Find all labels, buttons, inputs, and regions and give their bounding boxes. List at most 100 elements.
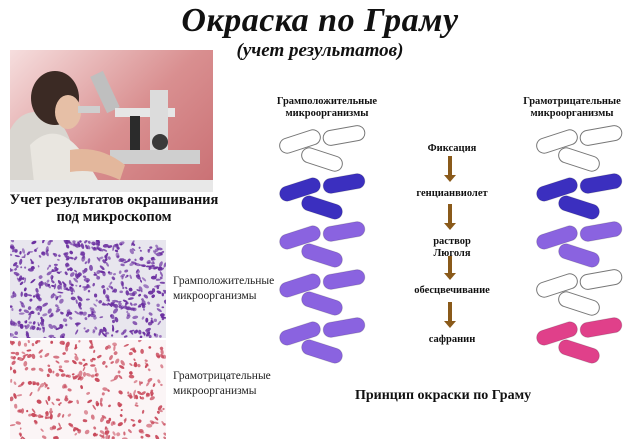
- m2-cell: [112, 421, 116, 425]
- m1-cell: [78, 311, 83, 316]
- m2-cell: [99, 402, 103, 407]
- m1-cell: [129, 274, 132, 279]
- m1-cell: [124, 269, 129, 273]
- m2-cell: [10, 366, 13, 371]
- step-lugol-line-2: Люголя: [433, 248, 471, 259]
- m1-cell: [151, 288, 156, 293]
- m1-cell: [83, 267, 88, 273]
- photo-caption-line-2: под микроскопом: [56, 209, 172, 225]
- m1-cell: [108, 285, 113, 289]
- micrograph-positive-label-line-1: Грамположительные: [173, 275, 275, 287]
- photo-caption-line-1: Учет результатов окрашивания: [9, 192, 219, 208]
- m2-cell: [80, 385, 83, 390]
- m1-cell: [138, 246, 141, 249]
- m1-cell: [50, 293, 55, 299]
- m1-cell: [69, 256, 74, 260]
- m2-cell: [119, 414, 123, 417]
- m2-cell: [122, 437, 128, 439]
- m2-cell: [113, 345, 116, 352]
- m2-cell: [106, 419, 111, 424]
- gram-negative-stage-4-rod-3: [558, 291, 600, 316]
- m2-cell: [51, 401, 55, 406]
- m1-cell: [67, 268, 70, 271]
- m1-cell: [74, 243, 78, 247]
- m1-cell: [150, 256, 155, 260]
- m2-cell: [129, 363, 133, 366]
- m1-cell: [129, 262, 135, 266]
- m2-cell: [85, 372, 92, 377]
- step-arrow-head-3: [444, 273, 456, 280]
- m2-cell: [14, 403, 18, 409]
- m1-cell: [142, 308, 146, 311]
- m2-cell: [147, 378, 153, 382]
- m1-cell: [38, 281, 43, 287]
- m2-cell: [72, 375, 75, 379]
- m1-cell: [59, 298, 64, 304]
- m1-cell: [108, 271, 113, 275]
- m2-cell: [82, 358, 86, 362]
- m2-cell: [90, 414, 95, 420]
- m2-cell: [10, 396, 14, 402]
- m2-cell: [62, 342, 65, 345]
- m2-cell: [58, 368, 64, 373]
- m1-cell: [11, 308, 14, 311]
- m1-cell: [152, 250, 157, 255]
- m1-cell: [53, 283, 57, 290]
- m1-cell: [58, 294, 62, 298]
- m1-cell: [12, 336, 19, 338]
- m1-cell: [136, 289, 141, 292]
- m2-cell: [19, 427, 22, 430]
- m1-cell: [40, 316, 43, 320]
- m1-cell: [139, 335, 143, 338]
- m2-cell: [135, 402, 138, 405]
- m1-cell: [111, 303, 117, 308]
- m1-cell: [111, 319, 116, 324]
- m2-cell: [129, 371, 133, 375]
- m2-cell: [118, 390, 123, 395]
- m1-cell: [105, 294, 110, 299]
- m1-cell: [120, 273, 126, 278]
- m2-cell: [12, 369, 17, 374]
- m1-cell: [53, 253, 58, 257]
- m1-cell: [16, 277, 20, 283]
- m2-cell: [27, 354, 32, 358]
- m1-cell: [66, 309, 71, 313]
- m1-cell: [114, 249, 119, 253]
- m2-cell: [53, 355, 60, 359]
- m1-cell: [79, 284, 82, 288]
- m2-cell: [26, 349, 32, 352]
- m2-cell: [92, 432, 97, 437]
- m2-cell: [108, 404, 111, 408]
- m1-cell: [132, 321, 138, 326]
- page-subtitle: (учет результатов): [236, 40, 404, 61]
- m2-cell: [31, 367, 36, 371]
- m2-cell: [20, 408, 25, 414]
- m1-cell: [37, 321, 40, 327]
- m2-cell: [76, 399, 79, 405]
- m1-cell: [93, 246, 97, 250]
- m1-cell: [80, 251, 85, 254]
- m2-cell: [144, 362, 149, 367]
- m1-cell: [156, 303, 160, 308]
- m2-cell: [52, 435, 58, 439]
- m2-cell: [145, 433, 151, 438]
- m1-cell: [159, 276, 163, 280]
- m1-cell: [149, 246, 153, 249]
- m1-cell: [113, 288, 118, 293]
- gram-negative-stage-3-rod-3: [558, 243, 600, 268]
- page-title: Окраска по Граму: [181, 2, 459, 39]
- m1-cell: [121, 275, 124, 280]
- m2-cell: [148, 346, 152, 349]
- m2-cell: [105, 434, 109, 439]
- m1-cell: [38, 297, 42, 302]
- m1-cell: [72, 240, 76, 244]
- m1-cell: [77, 295, 80, 299]
- m1-cell: [115, 243, 119, 247]
- m1-cell: [154, 273, 158, 280]
- m1-cell: [129, 329, 135, 333]
- m2-cell: [46, 373, 50, 378]
- m2-cell: [11, 360, 16, 365]
- gram-positive-stage-4-rod-1: [279, 273, 321, 298]
- m2-cell: [111, 436, 115, 439]
- microscope-photo: [10, 50, 213, 192]
